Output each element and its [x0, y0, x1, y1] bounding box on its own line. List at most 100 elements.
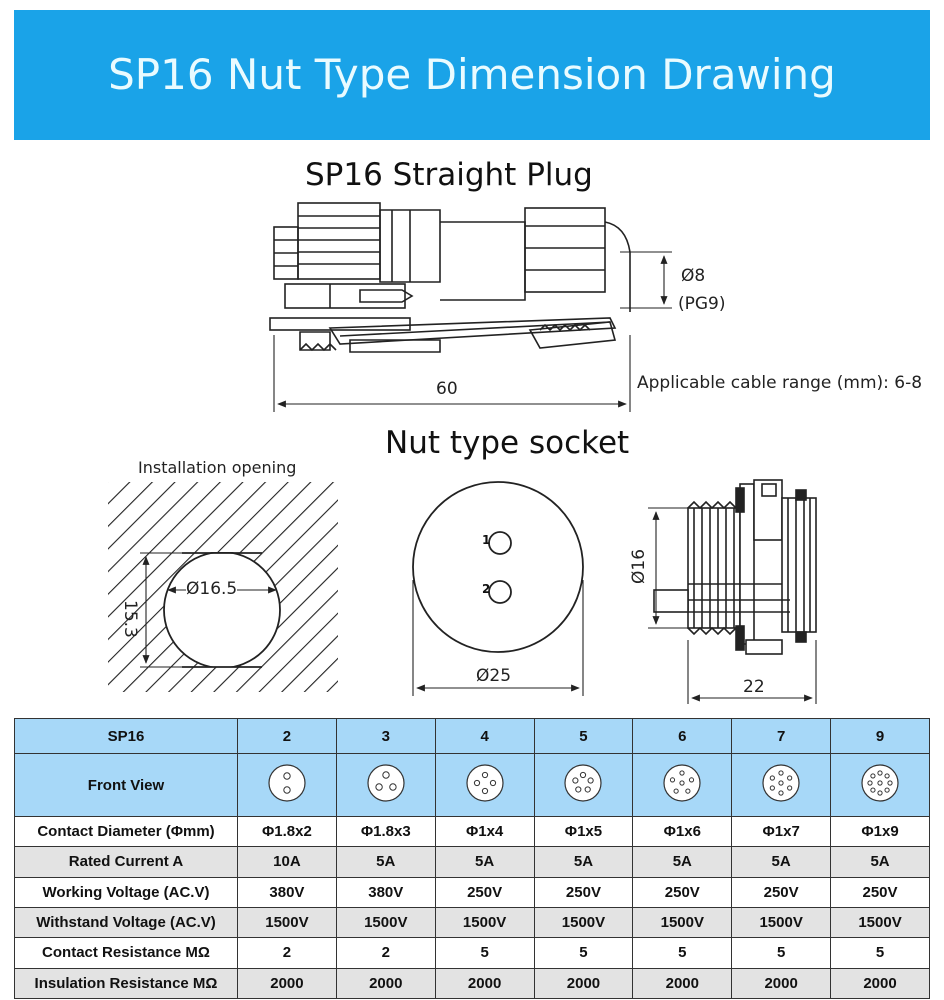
pin-hole [473, 779, 480, 787]
socket-side-drawing [648, 479, 817, 704]
pin-hole [679, 780, 685, 786]
front-view-cell [731, 753, 832, 817]
table-cell: 2000 [632, 967, 733, 1000]
pin-hole [778, 770, 784, 776]
table-cell: 250V [533, 876, 634, 908]
opening-flat-label: 15.3 [120, 600, 140, 638]
table-cell: 5A [830, 846, 930, 878]
row-label: Contact Resistance MΩ [14, 937, 238, 969]
pin-hole [778, 780, 784, 786]
table-cell: 5 [731, 937, 832, 969]
table-cell: 2000 [335, 967, 436, 1000]
pin-hole [884, 773, 890, 779]
pin-layout-icon [762, 764, 800, 802]
front-view-cell [830, 753, 930, 817]
pin-hole [283, 772, 291, 780]
pin-hole [778, 790, 784, 796]
table-cell: Φ1x9 [830, 815, 930, 848]
table-header-cell: SP16 [14, 718, 238, 754]
table-cell: 2000 [434, 967, 535, 1000]
table-cell: 5A [335, 846, 436, 878]
table-row: Working Voltage (AC.V) 380V 380V 250V 25… [14, 876, 930, 908]
pin-hole [884, 787, 890, 793]
pin-hole [787, 785, 793, 791]
pin-hole [382, 771, 390, 779]
table-cell: 5 [434, 937, 535, 969]
pin-hole [877, 790, 883, 796]
pin-hole [575, 786, 582, 793]
dimension-drawing [108, 202, 817, 704]
pin-hole [375, 783, 383, 791]
table-cell: 2000 [237, 967, 337, 1000]
table-header-cell: 6 [632, 718, 733, 754]
table-header-cell: 4 [434, 718, 535, 754]
pin-hole [877, 770, 883, 776]
spec-table: SP16 2 3 4 5 6 7 9 Front View Contact Di… [14, 718, 930, 1000]
table-cell: 1500V [632, 906, 733, 939]
table-cell: 250V [830, 876, 930, 908]
table-cell: 2000 [731, 967, 832, 1000]
pin-hole [670, 777, 676, 783]
pin-hole [580, 771, 587, 779]
socket-title: Nut type socket [385, 425, 630, 461]
table-cell: 380V [237, 876, 337, 908]
table-cell: 1500V [830, 906, 930, 939]
pin-hole [867, 780, 873, 786]
table-cell: 1500V [731, 906, 832, 939]
table-cell: 380V [335, 876, 436, 908]
table-row: Withstand Voltage (AC.V) 1500V 1500V 150… [14, 906, 930, 939]
table-cell: 2000 [533, 967, 634, 1000]
pin-hole [481, 771, 488, 779]
pin-hole [587, 777, 595, 784]
table-row: Rated Current A 10A 5A 5A 5A 5A 5A 5A [14, 846, 930, 878]
side-length-label: 22 [743, 677, 765, 697]
pin-hole [673, 788, 680, 794]
front-view-cell [434, 753, 535, 817]
pin2-label: 2 [482, 582, 491, 596]
table-cell: 5A [533, 846, 634, 878]
plug-title: SP16 Straight Plug [305, 157, 593, 193]
table-cell: Φ1x5 [533, 815, 634, 848]
table-header-cell: 7 [731, 718, 832, 754]
front-view-cell [533, 753, 634, 817]
plug-length-label: 60 [436, 379, 458, 399]
row-label: Rated Current A [14, 846, 238, 878]
pin-layout-icon [663, 764, 701, 802]
pin1-label: 1 [482, 533, 491, 547]
table-cell: 5 [830, 937, 930, 969]
table-cell: 250V [632, 876, 733, 908]
opening-diameter-label: Ø16.5 [186, 579, 238, 599]
table-row: Contact Resistance MΩ 2 2 5 5 5 5 5 [14, 937, 930, 969]
row-label: Insulation Resistance MΩ [14, 967, 238, 1000]
table-header-cell: 5 [533, 718, 634, 754]
front-view-cell [237, 753, 337, 817]
table-cell: 2 [237, 937, 337, 969]
title-banner: SP16 Nut Type Dimension Drawing [0, 0, 944, 150]
table-cell: 1500V [237, 906, 337, 939]
table-cell: 5A [434, 846, 535, 878]
pin-hole [572, 777, 579, 784]
straight-plug-drawing [269, 202, 672, 412]
front-view-label: Front View [14, 753, 238, 817]
pin-hole [388, 783, 397, 791]
table-cell: 1500V [533, 906, 634, 939]
installation-opening-label: Installation opening [138, 458, 297, 477]
pin-layout-icon [367, 764, 405, 802]
table-cell: Φ1.8x2 [237, 815, 337, 848]
pin-hole [787, 775, 793, 781]
table-cell: 1500V [434, 906, 535, 939]
table-cell: 2000 [830, 967, 930, 1000]
pin-hole [489, 779, 496, 787]
table-cell: 5A [731, 846, 832, 878]
table-cell: 2 [335, 937, 436, 969]
socket-face-drawing [412, 481, 584, 696]
pin-hole [283, 786, 291, 794]
front-view-cell [632, 753, 733, 817]
table-cell: Φ1.8x3 [335, 815, 436, 848]
table-header-row: SP16 2 3 4 5 6 7 9 [14, 718, 930, 754]
cable-range-note: Applicable cable range (mm): 6-8 [637, 373, 923, 393]
pin-hole [585, 786, 592, 793]
table-header-cell: 9 [830, 718, 930, 754]
side-diameter-label: Ø16 [629, 548, 649, 584]
pin-hole [870, 787, 876, 793]
